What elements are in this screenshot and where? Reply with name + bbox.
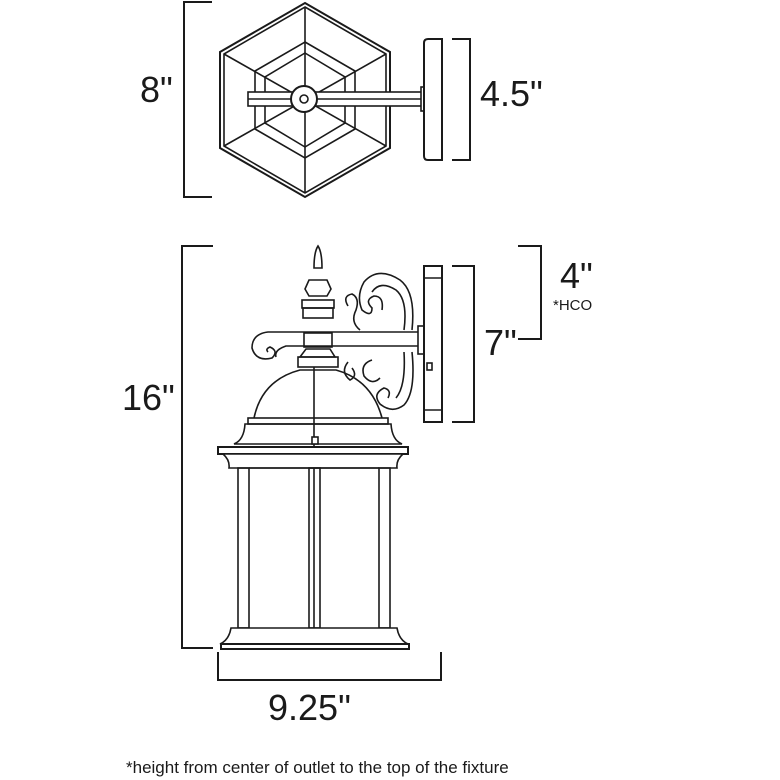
top-view-height-label: 8" bbox=[140, 69, 173, 110]
side-view-height-label: 16" bbox=[122, 377, 175, 418]
footnote: *height from center of outlet to the top… bbox=[126, 758, 509, 777]
width-label: 9.25" bbox=[268, 687, 351, 728]
side-view-backplate-label: 7" bbox=[484, 322, 517, 363]
top-view bbox=[183, 1, 471, 199]
hco-label: 4" bbox=[560, 255, 593, 296]
side-view bbox=[181, 244, 542, 681]
hco-sub-label: *HCO bbox=[553, 297, 593, 314]
top-view-backplate-label: 4.5" bbox=[480, 73, 543, 114]
